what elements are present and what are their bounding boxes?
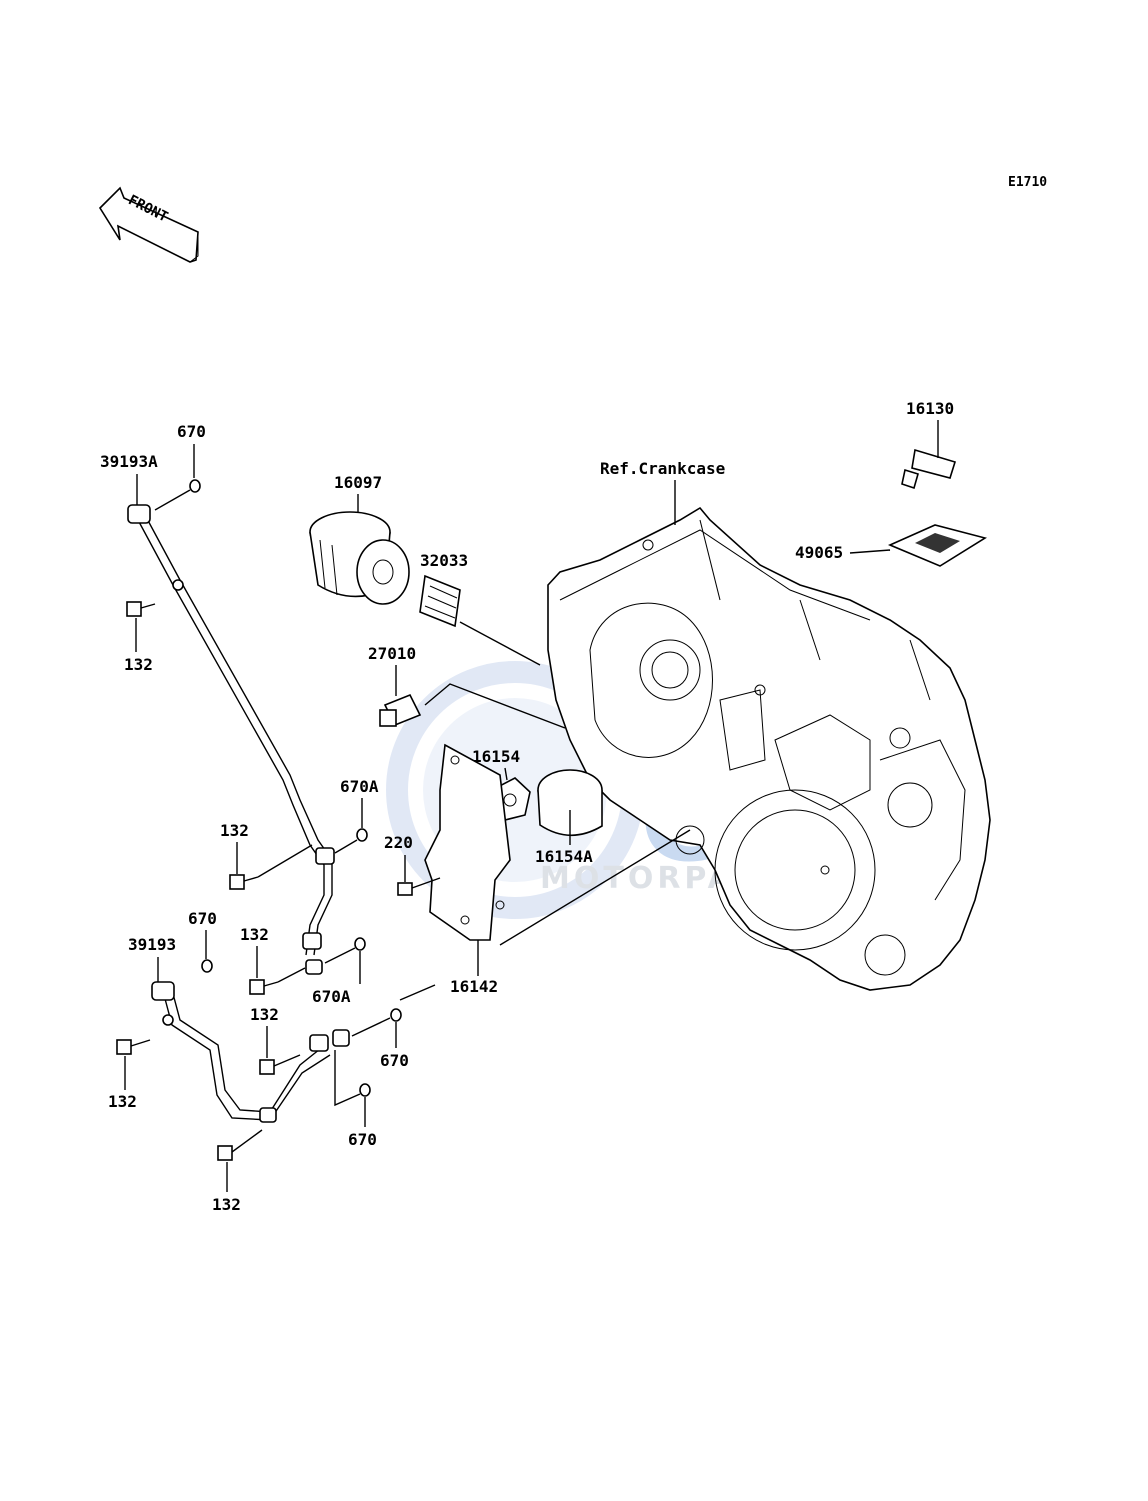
- diagram-code: E1710: [1008, 175, 1047, 190]
- ref-crankcase-label: Ref.Crankcase: [600, 459, 725, 478]
- part-132-mid2[interactable]: 132: [240, 925, 306, 995]
- front-arrow-icon: FRONT: [98, 186, 199, 263]
- crankcase: [547, 506, 991, 991]
- part-132-left[interactable]: 132: [108, 1039, 151, 1111]
- label-670-top: 670: [177, 422, 206, 441]
- part-16097[interactable]: 16097: [309, 473, 410, 605]
- label-132-left: 132: [108, 1092, 137, 1111]
- part-132-mid3[interactable]: 132: [250, 1005, 301, 1075]
- part-32033[interactable]: 32033: [419, 551, 541, 666]
- part-16154A[interactable]: 16154A: [535, 769, 603, 866]
- label-16097: 16097: [334, 473, 382, 492]
- label-49065: 49065: [795, 543, 843, 562]
- part-27010[interactable]: 27010: [368, 644, 566, 729]
- label-27010: 27010: [368, 644, 416, 663]
- part-132-top[interactable]: 132: [124, 601, 156, 674]
- label-132-mid1: 132: [220, 821, 249, 840]
- part-49065[interactable]: 49065: [795, 524, 988, 567]
- label-670-mid: 670: [380, 1051, 409, 1070]
- label-39193: 39193: [128, 935, 176, 954]
- label-670A-upper: 670A: [340, 777, 379, 796]
- part-16130[interactable]: 16130: [901, 399, 957, 490]
- part-670A-upper[interactable]: 670A: [334, 777, 379, 854]
- label-16154: 16154: [472, 747, 520, 766]
- part-132-mid1[interactable]: 132: [220, 821, 313, 890]
- label-132-bottom: 132: [212, 1195, 241, 1214]
- label-16142: 16142: [450, 977, 498, 996]
- label-220: 220: [384, 833, 413, 852]
- part-670-mid[interactable]: 670: [351, 1008, 409, 1070]
- part-39193[interactable]: 39193: [128, 935, 350, 1123]
- part-220[interactable]: 220: [384, 833, 441, 896]
- label-132-mid3: 132: [250, 1005, 279, 1024]
- part-39193A[interactable]: 39193A: [100, 452, 335, 975]
- part-670-top[interactable]: 670: [154, 422, 206, 511]
- part-16142[interactable]: 16142: [399, 743, 691, 1001]
- part-670A-lower[interactable]: 670A: [312, 937, 366, 1006]
- part-670-left[interactable]: 670: [188, 909, 217, 973]
- part-132-bottom[interactable]: 132: [212, 1129, 263, 1214]
- label-670-left: 670: [188, 909, 217, 928]
- part-670-bottom[interactable]: 670: [334, 1050, 377, 1149]
- label-132-top: 132: [124, 655, 153, 674]
- label-16130: 16130: [906, 399, 954, 418]
- label-16154A: 16154A: [535, 847, 593, 866]
- label-670-bottom: 670: [348, 1130, 377, 1149]
- label-132-mid2: 132: [240, 925, 269, 944]
- label-32033: 32033: [420, 551, 468, 570]
- label-39193A: 39193A: [100, 452, 158, 471]
- label-670A-lower: 670A: [312, 987, 351, 1006]
